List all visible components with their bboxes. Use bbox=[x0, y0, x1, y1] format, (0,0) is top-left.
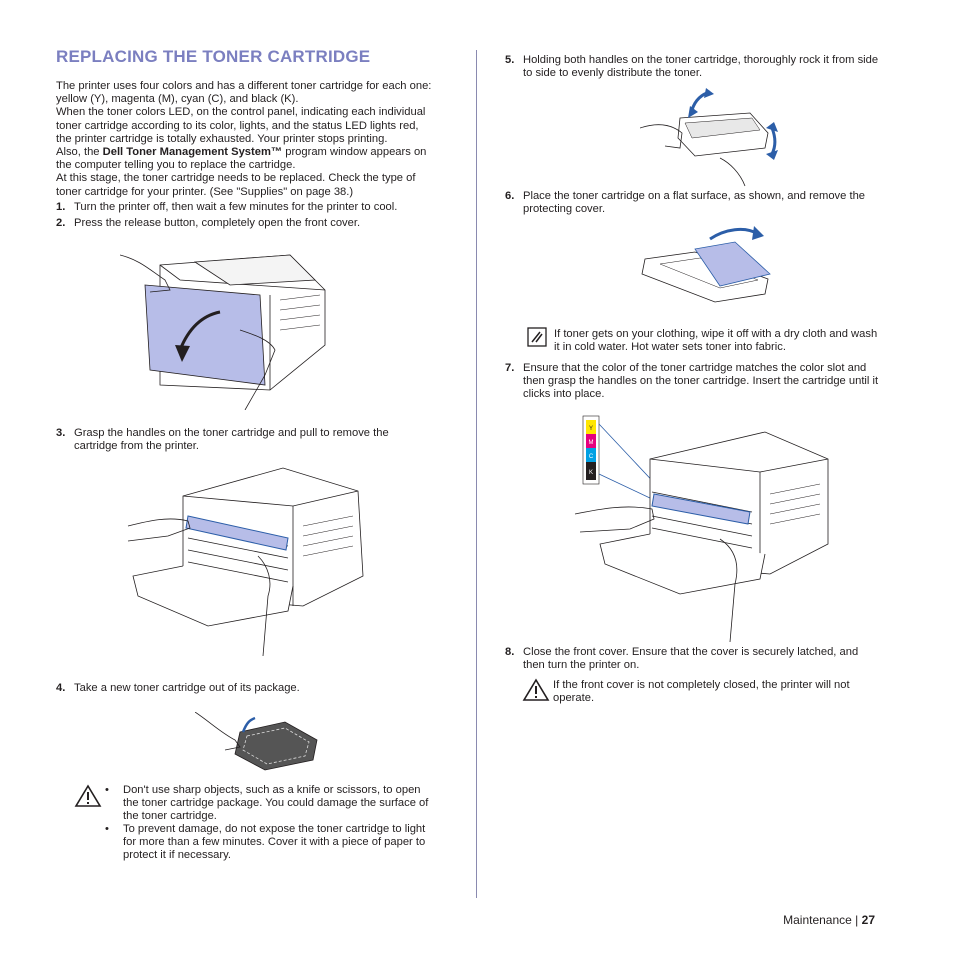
caution-text: Don't use sharp objects, such as a knife… bbox=[123, 784, 421, 796]
slot-label-k: K bbox=[589, 470, 593, 476]
figure-rock-cartridge bbox=[640, 88, 778, 187]
intro-line: the computer telling you to replace the … bbox=[56, 159, 296, 172]
slot-cyan bbox=[586, 448, 596, 462]
bullet-symbol: • bbox=[105, 784, 109, 796]
step-number: 3. bbox=[56, 427, 66, 439]
step-text: Close the front cover. Ensure that the c… bbox=[523, 646, 859, 658]
slot-magenta bbox=[586, 434, 596, 448]
note-text: If toner gets on your clothing, wipe it … bbox=[554, 328, 904, 354]
step-text: Grasp the handles on the toner cartridge… bbox=[74, 427, 389, 439]
intro-line: The printer uses four colors and has a d… bbox=[56, 80, 432, 92]
intro-line: yellow (Y), magenta (M), cyan (C), and b… bbox=[56, 93, 299, 106]
slot-label-y: Y bbox=[589, 426, 593, 432]
caution-text: the toner cartridge package. You could d… bbox=[123, 797, 429, 810]
figure-insert-cartridge: Y M C K bbox=[574, 415, 829, 643]
intro-line: When the toner colors LED, on the contro… bbox=[56, 106, 426, 119]
step-number: 8. bbox=[505, 646, 515, 658]
step-text: Turn the printer off, then wait a few mi… bbox=[74, 201, 398, 213]
intro-line: the printer cartridge is totally exhaust… bbox=[56, 132, 388, 145]
note-line: it in cold water. Hot water sets toner i… bbox=[554, 341, 786, 354]
step-text: then turn the printer on. bbox=[523, 659, 640, 672]
slot-label-c: C bbox=[589, 454, 594, 460]
note-icon bbox=[527, 327, 547, 347]
page-number: 27 bbox=[861, 913, 875, 927]
step-text: clicks into place. bbox=[523, 388, 605, 401]
intro-line: toner cartridge according to its color, … bbox=[56, 119, 419, 132]
step-text: to side to evenly distribute the toner. bbox=[523, 67, 703, 80]
footer-section: Maintenance bbox=[783, 913, 852, 927]
caution-line: If the front cover is not completely clo… bbox=[553, 679, 850, 691]
step-text: protecting cover. bbox=[523, 203, 606, 216]
page-footer: Maintenance | 27 bbox=[783, 913, 875, 927]
step-text: Press the release button, completely ope… bbox=[74, 217, 361, 229]
step-number: 7. bbox=[505, 362, 515, 374]
figure-toner-package bbox=[195, 712, 318, 771]
slot-label-m: M bbox=[589, 440, 594, 446]
step-number: 5. bbox=[505, 54, 515, 66]
step-number: 1. bbox=[56, 201, 66, 213]
step-number: 6. bbox=[505, 190, 515, 202]
intro-line: Also, the Dell Toner Management System™ … bbox=[56, 146, 427, 159]
step-text: Holding both handles on the toner cartri… bbox=[523, 54, 879, 66]
slot-black bbox=[586, 462, 596, 480]
warning-icon bbox=[74, 784, 102, 807]
caution-text: To prevent damage, do not expose the ton… bbox=[123, 823, 426, 835]
step-text: Ensure that the color of the toner cartr… bbox=[523, 362, 867, 374]
note-line: If toner gets on your clothing, wipe it … bbox=[554, 328, 878, 340]
step-text: Take a new toner cartridge out of its pa… bbox=[74, 682, 300, 694]
caution-text: the toner cartridge. bbox=[123, 810, 217, 823]
step-text: cartridge from the printer. bbox=[74, 440, 199, 453]
caution-line: operate. bbox=[553, 692, 595, 705]
intro-line: toner cartridge for your printer. (See "… bbox=[56, 185, 354, 198]
intro-line: At this stage, the toner cartridge needs… bbox=[56, 172, 416, 185]
caution-text: for more than a few minutes. Cover it wi… bbox=[123, 836, 426, 849]
intro-paragraph: The printer uses four colors and has a d… bbox=[56, 80, 456, 199]
step-text: Place the toner cartridge on a flat surf… bbox=[523, 190, 866, 202]
step-number: 4. bbox=[56, 682, 66, 694]
column-divider bbox=[476, 50, 477, 898]
step-number: 2. bbox=[56, 217, 66, 229]
page-title: REPLACING THE TONER CARTRIDGE bbox=[56, 47, 371, 66]
bullet-symbol: • bbox=[105, 823, 109, 835]
warning-icon bbox=[522, 678, 550, 701]
caution-text: protect it if necessary. bbox=[123, 849, 231, 862]
footer-separator: | bbox=[855, 913, 859, 927]
step-text: then grasp the handles on the toner cart… bbox=[523, 375, 879, 388]
slot-yellow bbox=[586, 420, 596, 434]
caution-text-front-cover: If the front cover is not completely clo… bbox=[553, 679, 903, 705]
product-name: Dell Toner Management System™ bbox=[102, 146, 283, 159]
figure-remove-cover bbox=[641, 226, 771, 303]
figure-remove-cartridge bbox=[127, 467, 364, 657]
figure-open-front-cover bbox=[120, 254, 326, 410]
